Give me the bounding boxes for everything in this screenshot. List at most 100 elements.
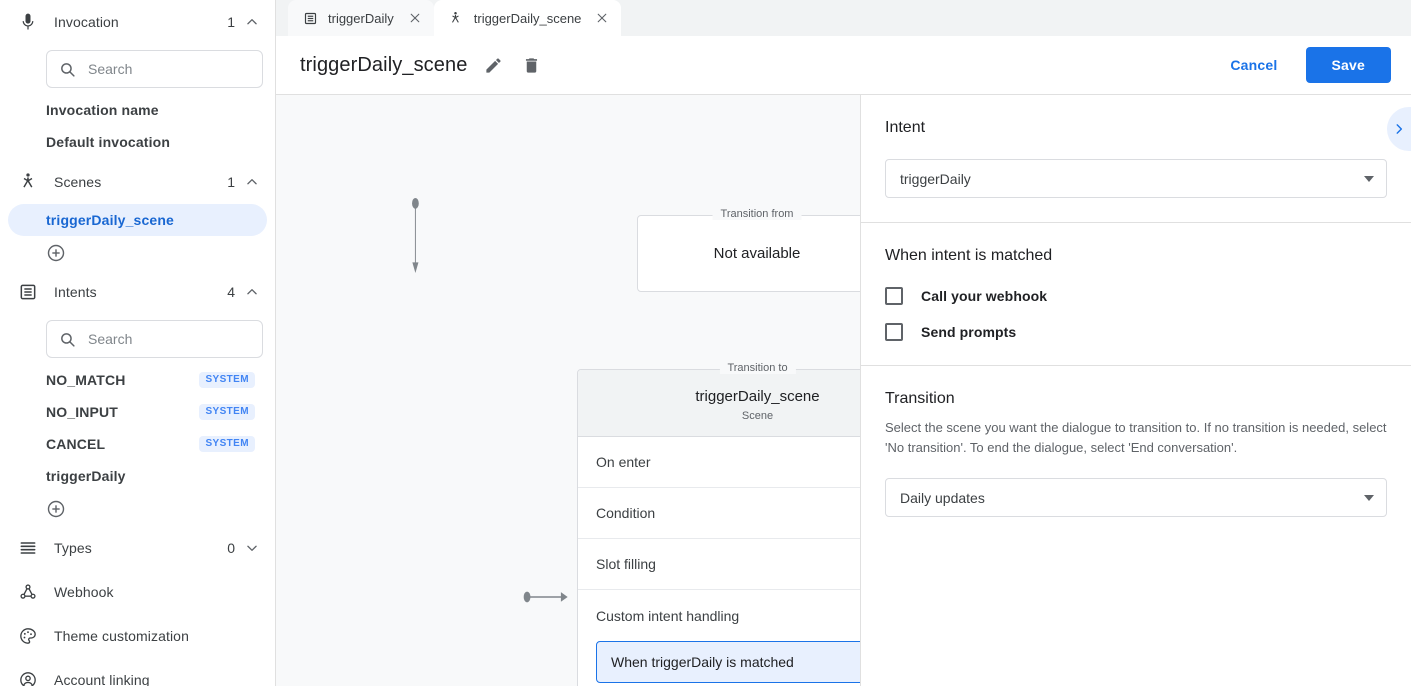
chevron-down-icon (1364, 175, 1374, 182)
sidebar-section-types[interactable]: Types 0 (0, 526, 275, 570)
transition-from-legend: Transition from (712, 208, 802, 220)
sidebar-item-label: triggerDaily_scene (46, 212, 174, 228)
checkbox-label: Call your webhook (921, 288, 1048, 304)
sidebar-item-triggerdaily[interactable]: triggerDaily (8, 460, 267, 492)
add-circle-icon[interactable] (46, 243, 66, 263)
scene-row-condition[interactable]: Condition + (578, 488, 860, 539)
close-icon[interactable] (406, 9, 424, 27)
intents-search-input[interactable] (86, 330, 250, 348)
invocation-search-box[interactable] (46, 50, 263, 88)
checkbox-send-prompts[interactable] (885, 323, 903, 341)
panel-section-transition: Transition Select the scene you want the… (861, 366, 1411, 541)
sidebar-item-account-linking[interactable]: Account linking (0, 658, 275, 686)
sidebar-section-count: 1 (227, 14, 235, 30)
main-content: triggerDaily triggerDaily_scene triggerD… (276, 0, 1411, 686)
tab-triggerdaily-scene[interactable]: triggerDaily_scene (433, 0, 622, 36)
sidebar-item-theme-customization[interactable]: Theme customization (0, 614, 275, 658)
sidebar-item-default-invocation[interactable]: Default invocation (8, 126, 267, 158)
tab-label: triggerDaily (328, 10, 394, 26)
sidebar-item-no-input[interactable]: NO_INPUT SYSTEM (8, 396, 267, 428)
sidebar-item-label: NO_MATCH (46, 372, 126, 388)
tab-triggerdaily[interactable]: triggerDaily (288, 0, 434, 36)
editor-headerbar: triggerDaily_scene Cancel Save (276, 36, 1411, 95)
sidebar-item-webhook[interactable]: Webhook (0, 570, 275, 614)
sidebar-section-label: Invocation (54, 14, 119, 30)
microphone-icon (16, 10, 40, 34)
intents-search-box[interactable] (46, 320, 263, 358)
chevron-up-icon[interactable] (245, 175, 259, 189)
sidebar-item-label: Theme customization (54, 628, 189, 644)
transition-select[interactable]: Daily updates (885, 478, 1387, 518)
scene-row-custom-intent-handling[interactable]: Custom intent handling + (578, 590, 860, 641)
sidebar-item-label: Account linking (54, 672, 150, 686)
chevron-up-icon[interactable] (245, 15, 259, 29)
scene-type: Scene (741, 410, 774, 422)
transition-from-node[interactable]: Transition from Not available (637, 208, 860, 292)
account-circle-icon (16, 668, 40, 686)
transition-select-value: Daily updates (900, 489, 985, 506)
cancel-button[interactable]: Cancel (1214, 48, 1293, 82)
scene-row-slot-filling[interactable]: Slot filling + (578, 539, 860, 590)
intent-handler-label: When triggerDaily is matched (611, 654, 794, 670)
panel-section-intent: Intent triggerDaily (861, 95, 1411, 223)
sidebar-item-label: NO_INPUT (46, 404, 118, 420)
sidebar-item-label: CANCEL (46, 436, 106, 452)
checkbox-call-your-webhook[interactable] (885, 287, 903, 305)
invocation-search-input[interactable] (86, 60, 250, 78)
intents-search-wrap (0, 314, 275, 364)
page-title: triggerDaily_scene (300, 53, 468, 76)
checkbox-row-call-your-webhook[interactable]: Call your webhook (885, 287, 1387, 305)
sidebar-item-triggerdaily-scene[interactable]: triggerDaily_scene (8, 204, 267, 236)
intent-select-value: triggerDaily (900, 170, 971, 187)
chevron-down-icon[interactable] (245, 541, 259, 555)
scene-row-label: Custom intent handling (596, 607, 740, 624)
add-intent-row (0, 492, 275, 526)
sidebar-section-scenes[interactable]: Scenes 1 (0, 160, 275, 204)
intent-select[interactable]: triggerDaily (885, 159, 1387, 198)
scenes-branch-icon (448, 10, 464, 26)
checkbox-row-send-prompts[interactable]: Send prompts (885, 323, 1387, 341)
panel-transition-title: Transition (885, 390, 955, 407)
sidebar-section-count: 1 (227, 174, 235, 190)
chevron-up-icon[interactable] (245, 285, 259, 299)
status-badge: SYSTEM (199, 372, 255, 388)
webhook-icon (16, 580, 40, 604)
pencil-icon[interactable] (481, 53, 505, 77)
panel-intent-title: Intent (885, 119, 926, 136)
palette-icon (16, 624, 40, 648)
search-icon (59, 60, 76, 78)
transition-to-legend: Transition to (719, 362, 796, 374)
sidebar-item-invocation-name[interactable]: Invocation name (8, 94, 267, 126)
add-circle-icon[interactable] (46, 499, 66, 519)
scene-row-on-enter[interactable]: On enter + (578, 437, 860, 488)
sidebar-item-label: Invocation name (46, 102, 159, 118)
left-sidebar: Invocation 1 Invocation name Default inv… (0, 0, 276, 686)
graph-edges (412, 197, 568, 603)
sidebar-item-label: triggerDaily (46, 468, 126, 484)
scene-block-custom-intent-handling: Custom intent handling + When triggerDai… (578, 590, 860, 686)
sidebar-section-label: Intents (54, 284, 97, 300)
types-lines-icon (16, 536, 40, 560)
sidebar-item-cancel[interactable]: CANCEL SYSTEM (8, 428, 267, 460)
intents-list-icon (302, 10, 318, 26)
tab-label: triggerDaily_scene (473, 10, 582, 26)
chevron-right-icon[interactable] (1387, 107, 1411, 151)
sidebar-section-count: 4 (227, 284, 235, 300)
sidebar-section-invocation[interactable]: Invocation 1 (0, 0, 275, 44)
intents-list-icon (16, 280, 40, 304)
sidebar-item-no-match[interactable]: NO_MATCH SYSTEM (8, 364, 267, 396)
panel-transition-description: Select the scene you want the dialogue t… (885, 420, 1387, 456)
status-badge: SYSTEM (199, 436, 255, 452)
trash-icon[interactable] (519, 53, 543, 77)
scene-row-label: Slot filling (596, 556, 656, 572)
sidebar-section-intents[interactable]: Intents 4 (0, 270, 275, 314)
status-badge: SYSTEM (199, 404, 255, 420)
scenes-branch-icon (16, 170, 40, 194)
intent-handler-chip[interactable]: When triggerDaily is matched (596, 641, 860, 683)
save-button[interactable]: Save (1305, 47, 1391, 83)
scene-name: triggerDaily_scene (695, 388, 820, 405)
scene-graph-canvas[interactable]: Transition from Not available Transition… (276, 95, 860, 686)
properties-panel: Intent triggerDaily When intent is match… (860, 95, 1411, 686)
close-icon[interactable] (593, 9, 611, 27)
